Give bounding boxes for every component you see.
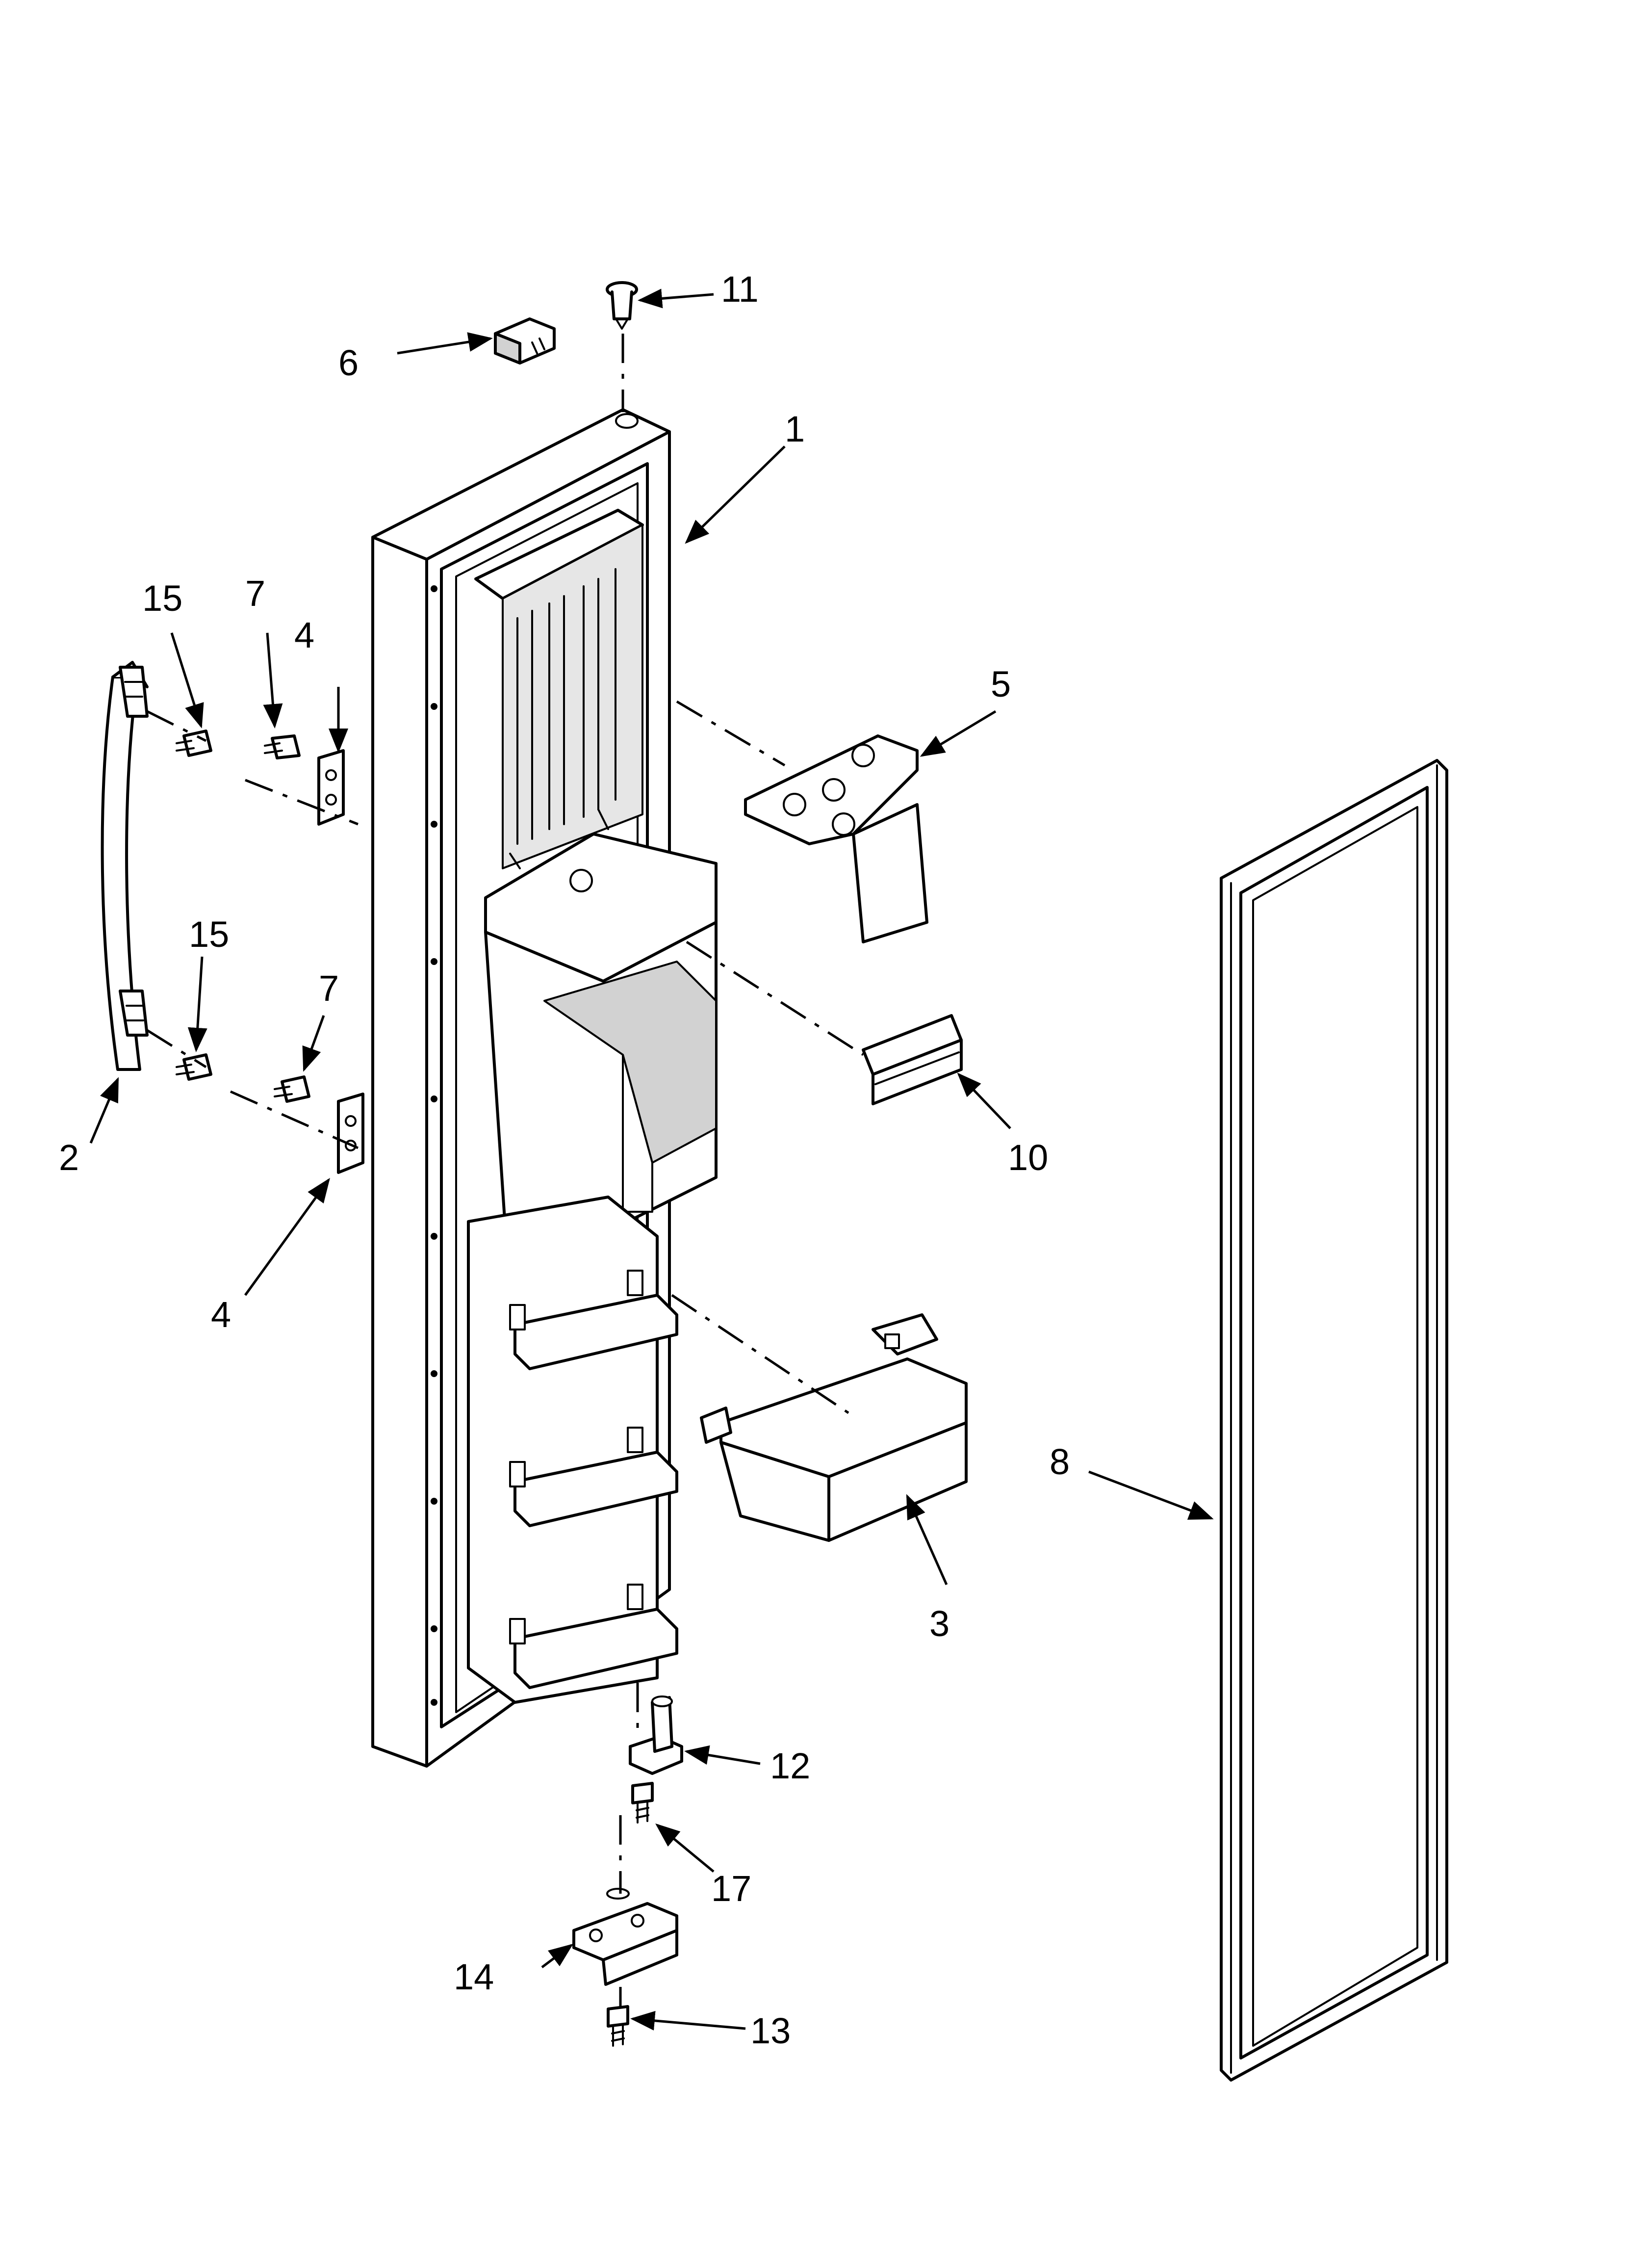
callout-12: 12 xyxy=(770,1746,810,1786)
callout-2: 2 xyxy=(59,1137,79,1178)
lower-handle-stud xyxy=(274,1075,310,1103)
callout-11: 11 xyxy=(721,269,759,310)
door-assembly xyxy=(371,408,718,1768)
upper-handle-screw xyxy=(176,730,212,757)
upper-handle-mount xyxy=(317,749,345,826)
callout-4-upper: 4 xyxy=(294,615,314,655)
callout-7-lower: 7 xyxy=(319,968,339,1009)
callout-17: 17 xyxy=(711,1868,751,1909)
callout-7-upper: 7 xyxy=(245,573,265,614)
callout-14: 14 xyxy=(454,1956,494,1997)
callout-3: 3 xyxy=(929,1603,949,1644)
part-14-lower-hinge xyxy=(572,1888,678,1986)
callout-15-upper: 15 xyxy=(142,578,182,619)
callout-labels: 1 2 3 4 4 5 6 7 7 8 10 11 12 13 14 15 15… xyxy=(59,269,1070,2051)
part-10-lens xyxy=(862,1014,963,1105)
callout-10: 10 xyxy=(1008,1137,1048,1178)
part-12-hinge-block xyxy=(629,1695,683,1775)
part-13-screw xyxy=(607,2005,629,2047)
lower-handle-screw xyxy=(176,1053,212,1081)
part-3-door-bin xyxy=(700,1313,968,1542)
callout-6: 6 xyxy=(338,342,359,383)
door-rivets xyxy=(431,585,437,1706)
part-5-cover xyxy=(744,734,928,943)
callout-4-lower: 4 xyxy=(211,1294,231,1335)
part-8-door-gasket xyxy=(1220,759,1448,2082)
part-11-bushing xyxy=(606,281,638,330)
callout-15-lower: 15 xyxy=(189,914,229,955)
part-6-switch xyxy=(494,317,556,365)
lower-handle-mount xyxy=(337,1093,364,1174)
upper-handle-stud xyxy=(264,734,301,759)
part-17-screw xyxy=(631,1782,654,1824)
callout-1: 1 xyxy=(785,409,805,449)
callout-5: 5 xyxy=(991,664,1011,704)
callout-13: 13 xyxy=(750,2010,791,2051)
leader-lines xyxy=(89,288,1214,2031)
door-handle xyxy=(101,661,149,1071)
callout-8: 8 xyxy=(1050,1441,1070,1482)
